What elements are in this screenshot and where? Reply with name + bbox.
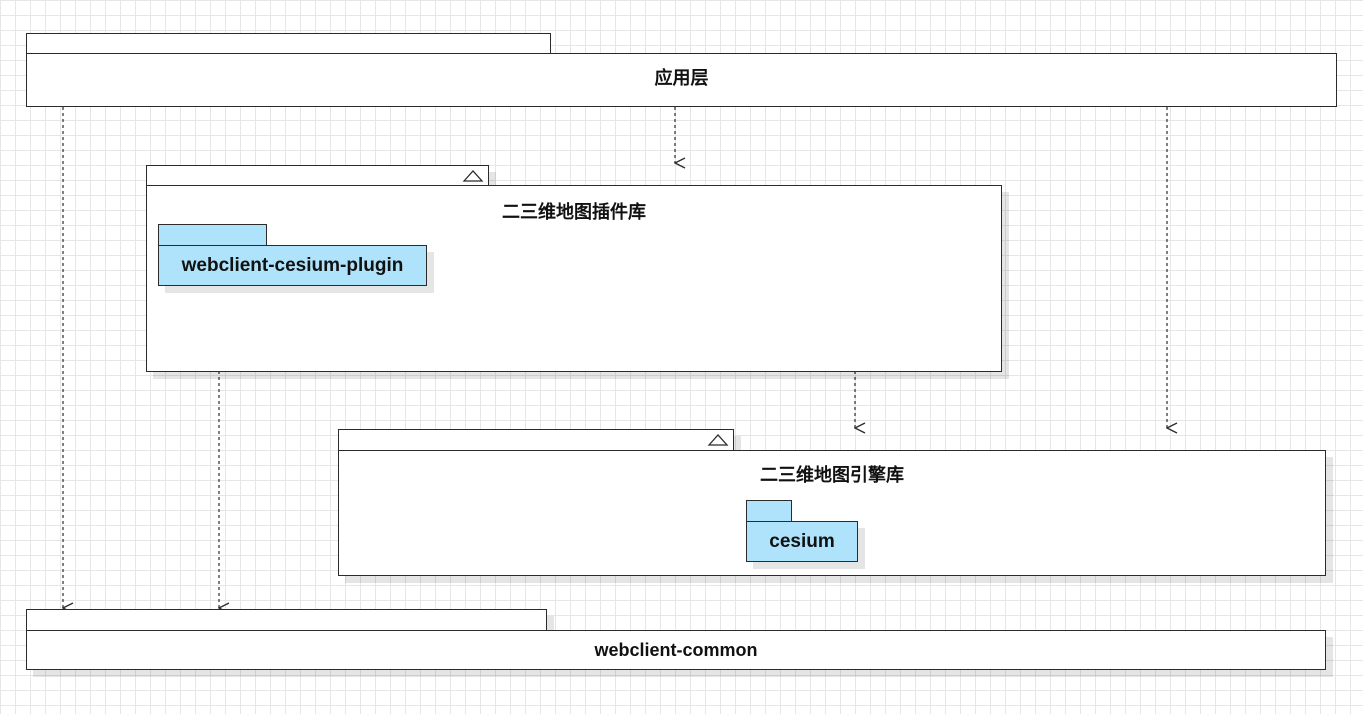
package-tab: [26, 33, 551, 55]
inner-package-label: webclient-cesium-plugin: [181, 255, 404, 276]
package-body: webclient-common: [26, 630, 1326, 670]
collapse-triangle-icon[interactable]: [707, 433, 729, 447]
collapse-triangle-icon[interactable]: [462, 169, 484, 183]
package-label: 二三维地图引擎库: [760, 465, 904, 485]
inner-package-body: cesium: [746, 521, 858, 562]
package-label: 二三维地图插件库: [502, 202, 646, 222]
inner-package-body: webclient-cesium-plugin: [158, 245, 427, 286]
package-tab: [338, 429, 734, 452]
package-tab: [26, 609, 547, 632]
package-label: webclient-common: [594, 640, 758, 660]
inner-package-label: cesium: [769, 531, 835, 552]
package-body: 应用层: [26, 53, 1337, 107]
package-tab: [146, 165, 489, 187]
inner-package-tab: [158, 224, 267, 247]
package-label: 应用层: [654, 68, 709, 88]
